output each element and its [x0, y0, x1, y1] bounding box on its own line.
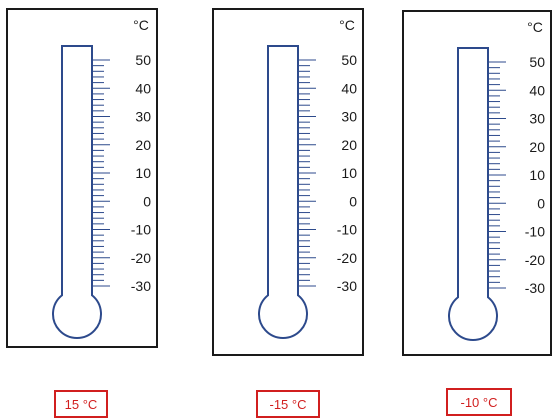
answer-box-1: 15 °C	[54, 390, 108, 418]
scale-label: 30	[135, 109, 151, 125]
scale-label: 50	[135, 52, 151, 68]
scale-label: 10	[529, 167, 545, 183]
thermometer-tube	[448, 47, 498, 341]
scale-label: -10	[131, 222, 151, 238]
scale-label: -10	[337, 222, 357, 238]
scale-label: -10	[525, 224, 545, 240]
thermometer-panel-3: 50 40 30 20 10 0 -10 -20 -30 °C	[402, 10, 552, 356]
scale-label: -30	[337, 278, 357, 294]
scale-label: 30	[341, 109, 357, 125]
answer-text-1: 15 °C	[64, 396, 98, 412]
answer-text-3: -10 °C	[460, 394, 498, 410]
unit-label: °C	[339, 17, 355, 33]
thermometer-tube	[258, 45, 308, 339]
thermometer-2: 50 40 30 20 10 0 -10 -20 -30 °C	[258, 17, 357, 339]
scale-label: 40	[341, 80, 357, 96]
scale-label: -20	[337, 250, 357, 266]
thermometer-tube	[52, 45, 102, 339]
scale-label: 0	[143, 193, 151, 209]
answer-box-2: -15 °C	[256, 390, 320, 418]
scale-label: -20	[131, 250, 151, 266]
answer-text-2: -15 °C	[269, 396, 307, 412]
answer-box-3: -10 °C	[446, 388, 512, 416]
scale-label: 30	[529, 111, 545, 127]
scale-label: 50	[529, 54, 545, 70]
unit-label: °C	[133, 17, 149, 33]
scale-label: -30	[131, 278, 151, 294]
scale-label: 10	[341, 165, 357, 181]
scale-label: -30	[525, 280, 545, 296]
scale-label: 50	[341, 52, 357, 68]
scale-label: 40	[135, 80, 151, 96]
thermometer-1: 50 40 30 20 10 0 -10 -20 -30 °C	[52, 17, 151, 339]
scale-label: 20	[529, 139, 545, 155]
scale-label: 20	[135, 137, 151, 153]
thermometer-panel-2: 50 40 30 20 10 0 -10 -20 -30 °C	[212, 8, 364, 356]
unit-label: °C	[527, 19, 543, 35]
scale-label: 10	[135, 165, 151, 181]
thermometer-3: 50 40 30 20 10 0 -10 -20 -30 °C	[448, 19, 545, 341]
thermometer-panel-1: 50 40 30 20 10 0 -10 -20 -30 °C	[6, 8, 158, 348]
scale-label: 20	[341, 137, 357, 153]
scale-label: 0	[537, 195, 545, 211]
scale-label: 0	[349, 193, 357, 209]
scale-label: -20	[525, 252, 545, 268]
scale-label: 40	[529, 82, 545, 98]
